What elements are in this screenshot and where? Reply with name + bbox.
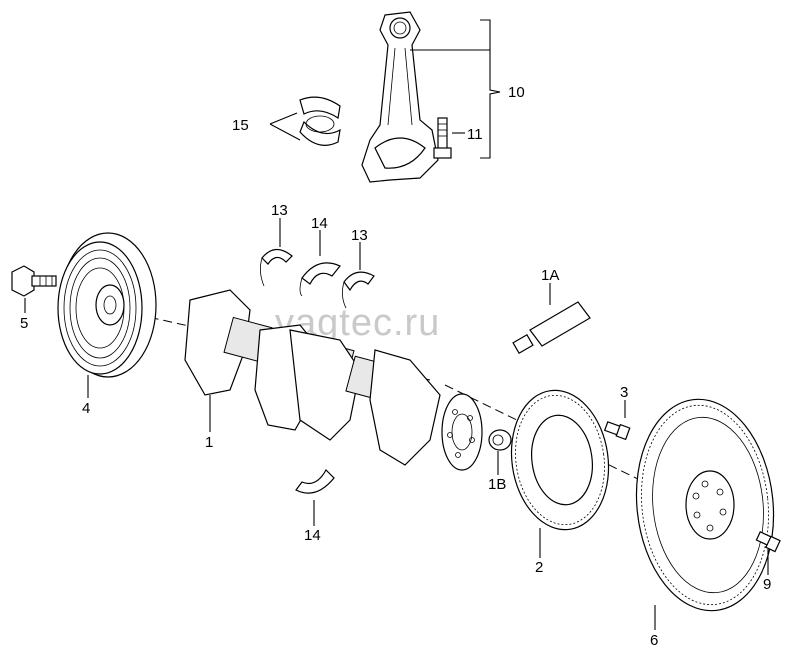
sealant-tube	[512, 301, 591, 355]
part-label-5: 5	[20, 315, 28, 332]
part-label-13-left: 13	[271, 202, 288, 219]
rod-bearing-shells	[299, 96, 341, 146]
main-bearing-shell-13-left	[260, 248, 293, 287]
dual-mass-flywheel	[635, 398, 775, 612]
part-label-6: 6	[650, 632, 658, 649]
leader-15a	[269, 112, 298, 125]
part-label-9: 9	[763, 576, 771, 593]
main-bearing-shell-13-right	[342, 271, 375, 309]
vibration-damper-pulley	[57, 232, 157, 378]
sender-wheel	[510, 389, 610, 531]
part-label-13-right: 13	[351, 227, 368, 244]
part-label-1: 1	[205, 434, 213, 451]
main-bearing-shell-14-lower	[295, 469, 335, 494]
part-label-2: 2	[535, 559, 543, 576]
part-label-3: 3	[620, 384, 628, 401]
part-label-10: 10	[508, 84, 525, 101]
crankshaft	[184, 289, 483, 471]
part-label-4: 4	[82, 400, 90, 417]
main-bearing-shell-14-upper	[299, 262, 341, 297]
pulley-bolt	[11, 265, 57, 297]
part-label-1b: 1B	[488, 476, 506, 493]
rod-bolt	[433, 117, 452, 159]
part-label-15: 15	[232, 117, 249, 134]
part-label-1a: 1A	[541, 267, 559, 284]
sender-wheel-bolt	[603, 421, 631, 441]
part-label-11: 11	[467, 126, 483, 143]
part-label-14-upper: 14	[311, 215, 328, 232]
bracket-10	[480, 19, 501, 159]
leader-15b	[269, 123, 301, 141]
connecting-rod	[361, 11, 439, 183]
axis-line-rear	[444, 384, 641, 481]
flywheel-bolt	[755, 531, 781, 553]
part-label-14-lower: 14	[304, 527, 321, 544]
pilot-bearing	[488, 429, 512, 451]
